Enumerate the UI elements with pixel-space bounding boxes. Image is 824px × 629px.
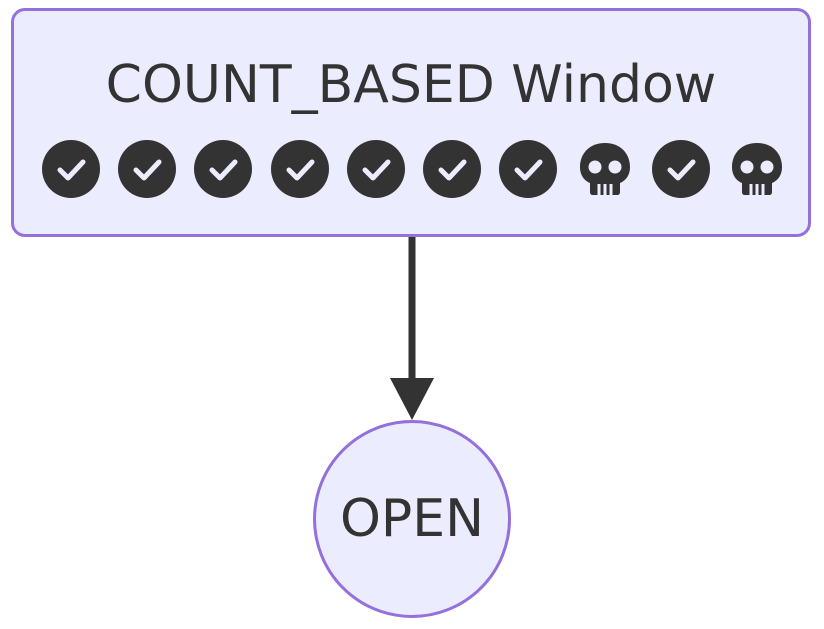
check-circle-icon [498,139,558,199]
arrow-head [390,378,434,420]
open-state-node: OPEN [313,420,511,618]
skull-icon [575,139,635,199]
window-title: COUNT_BASED Window [105,55,717,115]
skull-icon [727,139,787,199]
check-circle-icon [422,139,482,199]
count-based-window-node: COUNT_BASED Window [11,8,811,237]
check-circle-icon [117,139,177,199]
check-circle-icon [270,139,330,199]
check-circle-icon [41,139,101,199]
check-circle-icon [193,139,253,199]
check-circle-icon [346,139,406,199]
window-calls-row [41,139,787,199]
check-circle-icon [651,139,711,199]
state-label: OPEN [339,489,485,549]
